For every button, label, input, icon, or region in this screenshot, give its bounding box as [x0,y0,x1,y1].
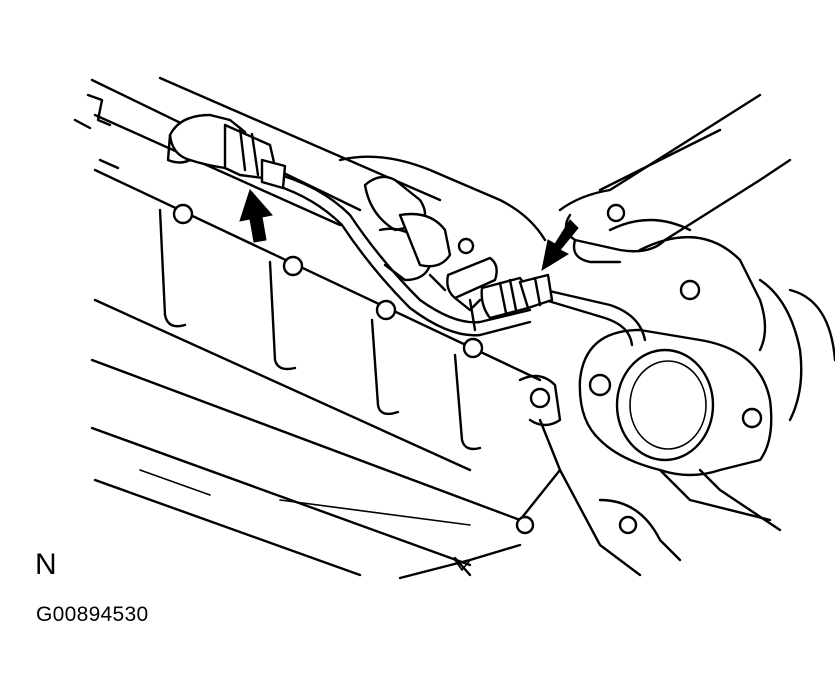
technician-hand [558,93,792,264]
exhaust-manifold [578,218,835,532]
arrow-up-indicator [239,189,273,243]
upper-connector [166,113,287,190]
cylinder-head [73,76,682,580]
detail-mark [454,559,471,571]
figure-code-label: G00894530 [36,603,149,626]
throttle-body-assembly [338,155,547,332]
sensor-wire-harness [268,170,647,347]
view-letter-label: N [35,548,57,581]
arrow-down-indicator [541,219,579,272]
sensor-connector [480,273,554,320]
